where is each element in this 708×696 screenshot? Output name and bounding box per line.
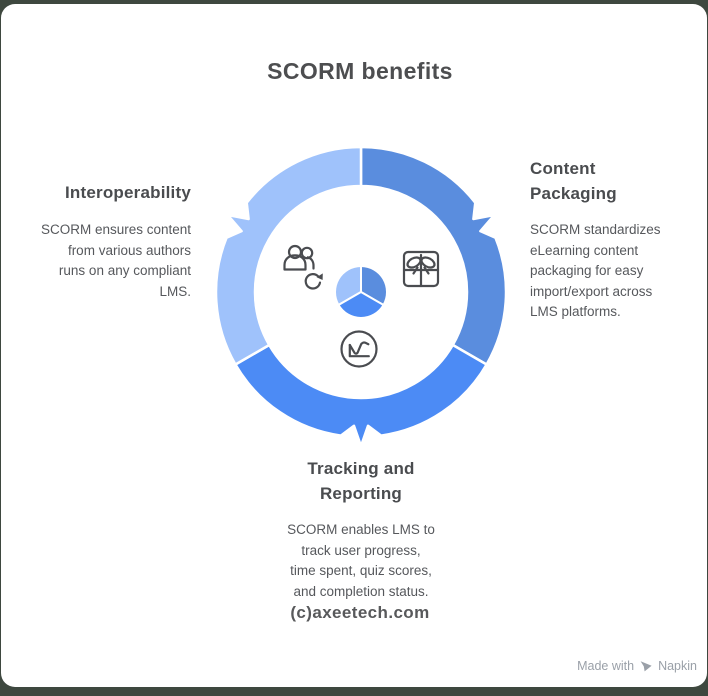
gift-icon [402, 250, 440, 288]
page-title: SCORM benefits [267, 58, 453, 84]
content-packaging-heading: Content Packaging [530, 159, 617, 203]
line-chart-icon [340, 330, 378, 368]
ring-segment-tracking-reporting [234, 343, 488, 448]
canvas-card: SCORM benefits Interoperability SCORM en… [1, 4, 707, 687]
sync-arrowhead [316, 273, 323, 280]
tracking-reporting-heading: Tracking and Reporting [307, 459, 415, 503]
interoperability-body: SCORM ensures content from various autho… [40, 222, 191, 299]
content-packaging-body: SCORM standardizes eLearning content pac… [530, 222, 661, 319]
section-interoperability: Interoperability SCORM ensures content f… [7, 180, 191, 302]
people-sync-icon [283, 244, 323, 290]
copyright-text: (c)axeetech.com [290, 603, 430, 622]
section-content-packaging: Content Packaging SCORM standardizes eLe… [530, 156, 706, 323]
napkin-badge[interactable]: Made with Napkin [577, 659, 697, 673]
pie-wedge-tracking-reporting [337, 291, 385, 319]
napkin-logo-icon [640, 661, 652, 672]
napkin-brand-label: Napkin [658, 659, 697, 673]
interoperability-heading: Interoperability [64, 183, 191, 202]
ring-segment-interoperability [214, 145, 363, 366]
center-pie [334, 265, 388, 319]
section-tracking-reporting: Tracking and Reporting SCORM enables LMS… [181, 456, 541, 602]
tracking-reporting-body: SCORM enables LMS to track user progress… [287, 522, 435, 599]
ring-segment-content-packaging [359, 145, 508, 366]
cycle-diagram [214, 145, 508, 448]
made-with-label: Made with [577, 659, 635, 673]
